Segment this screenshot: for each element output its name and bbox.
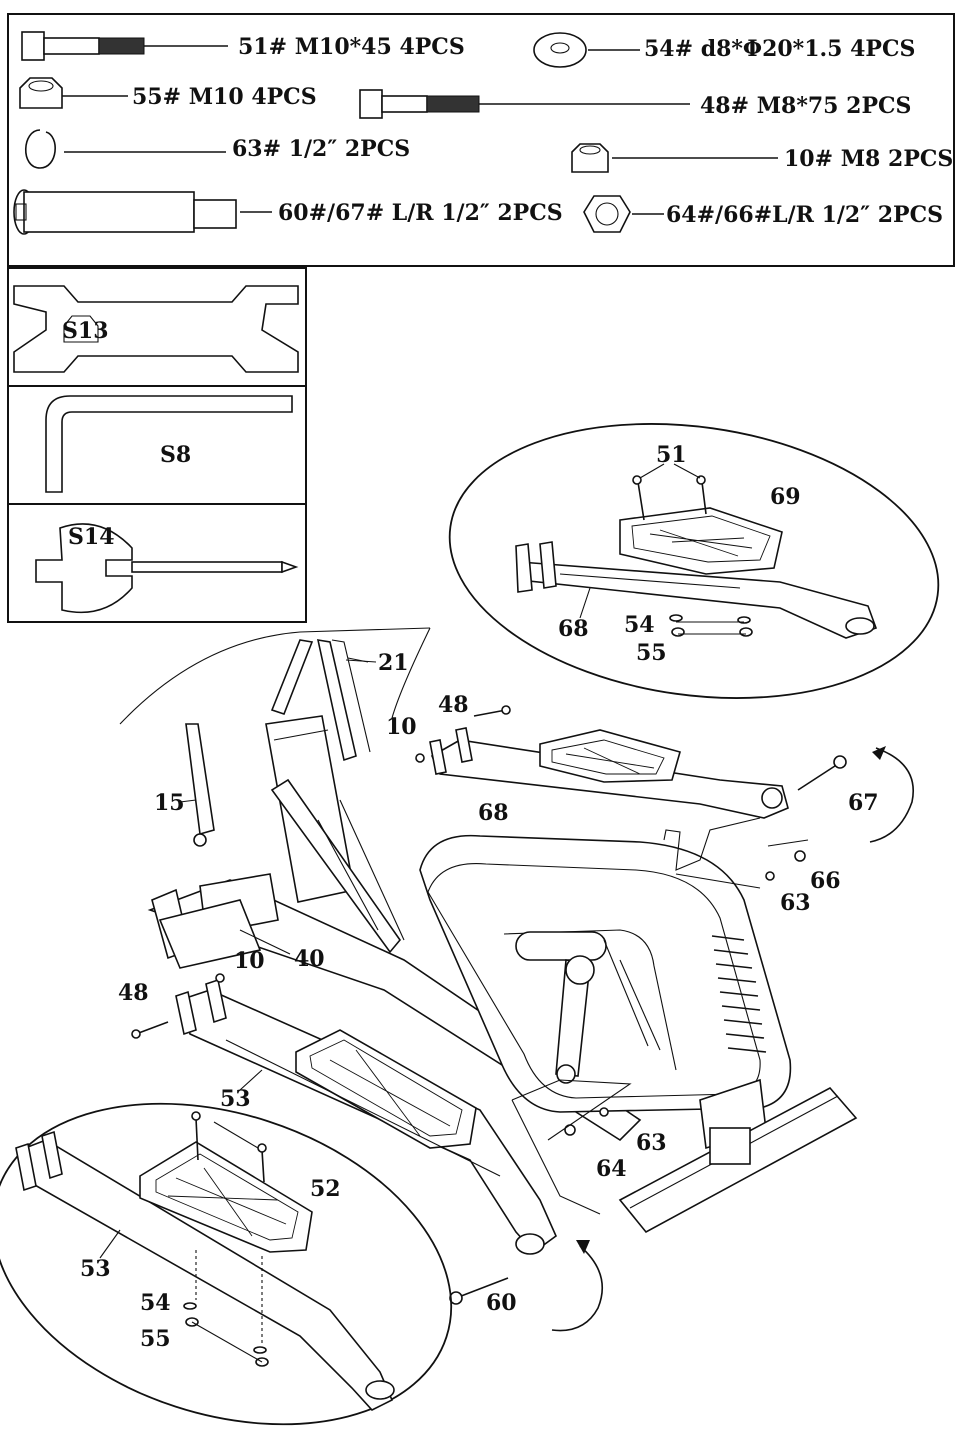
hardware-label-54: 54# d8*Φ20*1.5 4PCS [644, 36, 915, 62]
hex-nut-small-icon [571, 143, 778, 173]
callout-67: 67 [848, 790, 879, 816]
callout-54-detail-lower: 54 [140, 1290, 171, 1316]
callout-66: 66 [810, 868, 841, 894]
callout-51: 51 [656, 442, 687, 468]
callout-60: 60 [486, 1290, 517, 1316]
hex-nut-icon [19, 77, 128, 109]
callout-68-main: 68 [478, 800, 509, 826]
callout-63-upper: 63 [780, 890, 811, 916]
callout-68-detail: 68 [558, 616, 589, 642]
hardware-label-63: 63# 1/2″ 2PCS [232, 136, 410, 162]
tool-label-s8: S8 [160, 442, 191, 468]
axle-bolt-icon [13, 189, 272, 235]
tools-panel: S13 S8 S14 [7, 267, 307, 623]
hardware-panel: 51# M10*45 4PCS 54# d8*Φ20*1.5 4PCS 55# … [7, 13, 955, 267]
screwdriver-wrench-icon [35, 523, 299, 614]
vent-slots [711, 935, 767, 1053]
callout-40: 40 [294, 946, 325, 972]
bolt-icon [359, 89, 690, 119]
bolt-long-icon [21, 31, 228, 61]
callout-69: 69 [770, 484, 801, 510]
hardware-label-48: 48# M8*75 2PCS [700, 93, 911, 119]
callout-48-lower: 48 [118, 980, 149, 1006]
callout-53-detail: 53 [80, 1256, 111, 1282]
lock-nut-icon [583, 195, 664, 233]
hardware-label-64-66: 64#/66#L/R 1/2″ 2PCS [666, 202, 943, 228]
hardware-label-60-67: 60#/67# L/R 1/2″ 2PCS [278, 200, 563, 226]
left-pedal-arm [131, 973, 632, 1332]
callout-53-main: 53 [220, 1086, 251, 1112]
right-pedal-arm [415, 705, 914, 889]
open-wrench-icon [13, 285, 299, 373]
tool-label-s13: S13 [62, 318, 109, 344]
tool-label-s14: S14 [68, 524, 115, 550]
hardware-label-55: 55# M10 4PCS [132, 84, 317, 110]
callout-10-lower: 10 [234, 948, 265, 974]
hardware-label-51: 51# M10*45 4PCS [238, 34, 465, 60]
allen-key-icon [45, 395, 293, 493]
callout-48-upper: 48 [438, 692, 469, 718]
spring-washer-icon [25, 129, 226, 169]
callout-64: 64 [596, 1156, 627, 1182]
callout-55-detail-lower: 55 [140, 1326, 171, 1352]
callout-63-lower: 63 [636, 1130, 667, 1156]
detail-left-pedal [0, 1102, 453, 1426]
callout-21: 21 [378, 650, 409, 676]
callout-52: 52 [310, 1176, 341, 1202]
detail-right-pedal [448, 423, 940, 699]
callout-55-detail: 55 [636, 640, 667, 666]
washer-icon [533, 32, 640, 68]
callout-54-detail: 54 [624, 612, 655, 638]
callout-10-upper: 10 [386, 714, 417, 740]
hardware-label-10: 10# M8 2PCS [784, 146, 953, 172]
callout-15: 15 [154, 790, 185, 816]
